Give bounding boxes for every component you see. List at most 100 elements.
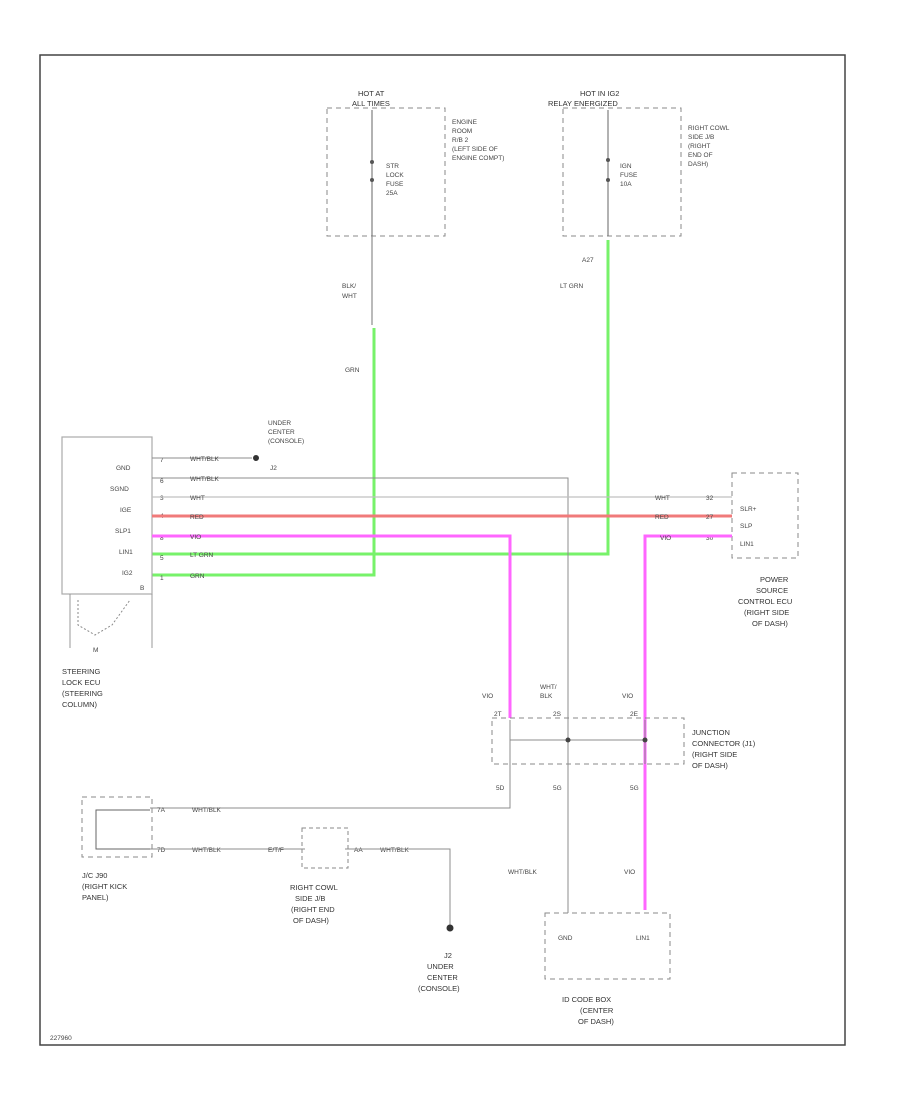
ecu-right-pin-slp: SLP xyxy=(740,523,752,530)
ecu-left-pin-gnd: GND xyxy=(116,465,131,472)
ecu-left-num-1: 1 xyxy=(160,575,164,582)
ecu-right-pin-lin1: LIN1 xyxy=(740,541,754,548)
ecu-left-pin-sgnd: SGND xyxy=(110,486,129,493)
junction-pin-2t: 2T xyxy=(494,711,502,718)
fuse-left-label-4: 25A xyxy=(386,190,398,197)
fuse-left-loc-4: (LEFT SIDE OF xyxy=(452,146,498,153)
jb-caption-1: J/C J90 xyxy=(82,871,107,880)
idcode-caption-1: ID CODE BOX xyxy=(562,995,611,1004)
junction-caption-3: (RIGHT SIDE xyxy=(692,750,737,759)
ground-bottom-point xyxy=(446,924,454,932)
ground-top-label-1: UNDER xyxy=(268,420,291,427)
wire-sgnd-label: WHT/BLK xyxy=(190,476,220,483)
diagram-frame xyxy=(39,54,846,1046)
wire-slp-label: RED xyxy=(655,514,669,521)
fuse-right-label-2: FUSE xyxy=(620,172,638,179)
fuse-box-right xyxy=(562,107,682,237)
power-source-ecu-box xyxy=(731,472,799,559)
ecu-left-pin-slp1: SLP1 xyxy=(115,528,131,535)
junction-caption-2: CONNECTOR (J1) xyxy=(692,739,756,748)
junction-top-label-vio2: VIO xyxy=(622,693,633,700)
ecu-left-pin-lin1: LIN1 xyxy=(119,549,133,556)
wire-grn-vertical xyxy=(152,328,376,577)
jb-pin-7a: 7A xyxy=(157,807,166,814)
fuse-left-loc-2: ROOM xyxy=(452,128,472,135)
cowl-small-box xyxy=(301,827,349,869)
ecu-left-caption-1: STEERING xyxy=(62,667,101,676)
wire-gnd-label: WHT/BLK xyxy=(190,456,220,463)
idcode-pin-lin1: LIN1 xyxy=(636,935,650,942)
ecu-right-caption-5: OF DASH) xyxy=(752,619,788,628)
junction-top-label-blk: BLK xyxy=(540,693,553,700)
fuse-right-terminal-top xyxy=(606,158,610,162)
wire-grn-label: GRN xyxy=(345,367,360,374)
ecu-left-motor-label: M xyxy=(93,647,98,654)
junction-pin-2e: 2E xyxy=(630,711,639,718)
wire-slr-label: WHT xyxy=(655,495,670,502)
ecu-right-num-30: 30 xyxy=(706,535,714,542)
fuse-left-terminal-top xyxy=(370,160,374,164)
jb-pin-7d: 7D xyxy=(157,847,166,854)
fuse-box-left-hot-line2: ALL TIMES xyxy=(352,99,390,108)
fuse-left-loc-5: ENGINE COMPT) xyxy=(452,155,504,162)
fuse-right-label-1: IGN xyxy=(620,163,632,170)
ground-top-label-2: CENTER xyxy=(268,429,295,436)
ecu-left-caption-2: LOCK ECU xyxy=(62,678,100,687)
jb-wire-label-2: WHT/BLK xyxy=(192,847,222,854)
ecu-left-num-5: 5 xyxy=(160,555,164,562)
wire-a27-label: A27 xyxy=(582,257,594,264)
junction-connector-box xyxy=(491,717,685,765)
idcode-wire-left-label: WHT/BLK xyxy=(508,869,538,876)
junction-top-label-wht: WHT/ xyxy=(540,684,557,691)
ecu-right-num-32: 32 xyxy=(706,495,714,502)
wire-slp1-label: RED xyxy=(190,514,204,521)
ecu-right-num-27: 27 xyxy=(706,514,714,521)
ecu-left-pin-b: B xyxy=(140,585,144,592)
wire-blk-wht-label-2: WHT xyxy=(342,293,357,300)
cowl-caption-2: SIDE J/B xyxy=(295,894,325,903)
fuse-box-left-hot-line1: HOT AT xyxy=(358,89,385,98)
ecu-left-caption-3: (STEERING xyxy=(62,689,103,698)
ecu-left-num-7: 7 xyxy=(160,457,164,464)
ecu-left-num-6: 6 xyxy=(160,478,164,485)
ground-top-point xyxy=(253,455,259,461)
fuse-left-terminal-bottom xyxy=(370,178,374,182)
wire-lt-grn-vertical xyxy=(152,240,610,556)
fuse-left-label-2: LOCK xyxy=(386,172,404,179)
idcode-pin-gnd: GND xyxy=(558,935,573,942)
cowl-pin-right: AA xyxy=(354,847,363,854)
junction-caption-4: OF DASH) xyxy=(692,761,728,770)
ground-bottom-label-1: J2 xyxy=(444,951,452,960)
ecu-left-num-3: 3 xyxy=(160,495,164,502)
junction-bottom-5g-2: 5G xyxy=(630,785,639,792)
fuse-right-terminal-bottom xyxy=(606,178,610,182)
jb-caption-3: PANEL) xyxy=(82,893,109,902)
fuse-right-loc-4: END OF xyxy=(688,152,713,159)
junction-node-2 xyxy=(642,737,648,743)
jb-wire-label-1: WHT/BLK xyxy=(192,807,222,814)
idcode-wire-right-label: VIO xyxy=(624,869,635,876)
junction-top-label-vio1: VIO xyxy=(482,693,493,700)
ecu-right-caption-1: POWER xyxy=(760,575,789,584)
ecu-left-motor-coil xyxy=(77,599,131,636)
ground-top-label-3: (CONSOLE) xyxy=(268,438,304,445)
junction-node-1 xyxy=(565,737,571,743)
fuse-left-label-3: FUSE xyxy=(386,181,404,188)
wire-cowl-to-ground xyxy=(345,848,451,925)
junction-bottom-5d: 5D xyxy=(496,785,505,792)
fuse-right-loc-5: DASH) xyxy=(688,161,708,168)
idcode-caption-2: (CENTER xyxy=(580,1006,614,1015)
jc-j90-internal xyxy=(95,809,150,850)
wire-blk-wht-label-1: BLK/ xyxy=(342,283,356,290)
ecu-left-pin-ig2: IG2 xyxy=(122,570,133,577)
junction-caption-1: JUNCTION xyxy=(692,728,730,737)
fuse-right-loc-1: RIGHT COWL xyxy=(688,125,730,132)
wire-lin1-vio-left xyxy=(152,534,512,718)
wire-lin1-right-label: VIO xyxy=(660,535,671,542)
wire-b-label: GRN xyxy=(190,573,205,580)
fuse-left-loc-3: R/B 2 xyxy=(452,137,469,144)
jb-caption-2: (RIGHT KICK xyxy=(82,882,127,891)
idcode-caption-3: OF DASH) xyxy=(578,1017,614,1026)
fuse-box-right-hot-line1: HOT IN IG2 xyxy=(580,89,619,98)
